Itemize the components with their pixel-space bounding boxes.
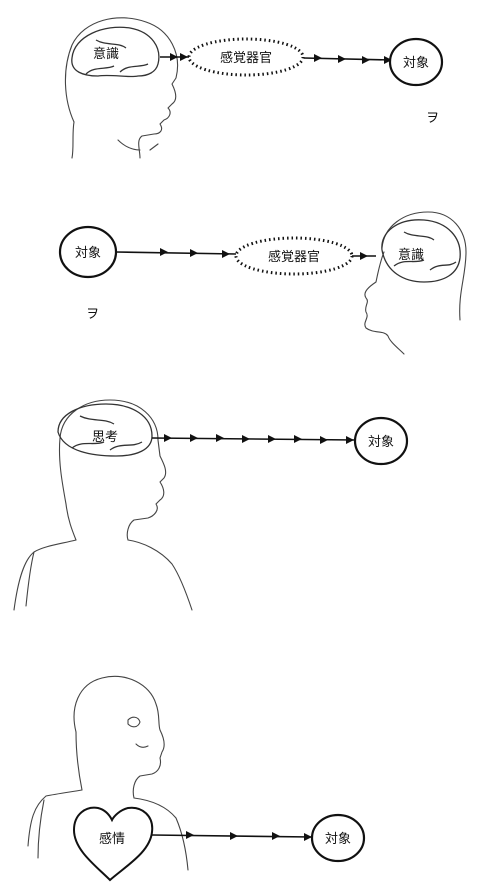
object-label-4: 対象 [325,832,351,847]
brain-3 [57,403,153,457]
arrow-2a2 [190,249,198,257]
connector-2a [115,251,237,255]
arrow-4d [304,833,312,841]
mark-2: ヲ [86,307,99,322]
head-label-1: 意識 [93,46,119,62]
arrow-4a [186,831,194,839]
arrow-1a1 [170,53,178,61]
object-label-3: 対象 [368,435,394,450]
arrow-4c [272,832,280,840]
head-sketch-2 [364,211,467,355]
arrow-1b4 [384,56,392,64]
arrow-2a3 [222,250,230,258]
body-sketch-4 [27,676,189,871]
head-sketch-1 [64,17,178,159]
panel-3: 思考 対象 [13,399,409,611]
organ-oval-1 [187,37,305,77]
arrow-3a [164,434,172,442]
heart-label: 感情 [99,831,125,847]
panel-2: 対象 ヲ 感覚器官 意識 [58,211,467,355]
mark-1: ヲ [426,111,439,126]
panel-1: 意識 感覚器官 対象 ヲ [64,17,444,159]
organ-label-1: 感覚器官 [220,50,272,66]
object-label-1: 対象 [403,56,429,71]
head-label-3: 思考 [92,430,118,445]
brain-1 [71,26,160,78]
object-circle-3 [353,416,409,466]
object-circle-1 [388,37,444,87]
brain-2 [381,219,461,283]
arrow-3h [346,436,354,444]
panel-4: 感情 対象 [27,676,366,882]
arrow-3e [268,435,276,443]
head-label-2: 意識 [398,247,424,263]
object-circle-4 [310,813,366,863]
arrow-1a2 [180,53,188,61]
organ-label-2: 感覚器官 [268,249,320,265]
arrow-2a1 [160,248,168,256]
body-sketch-3 [13,399,193,611]
object-label-2: 対象 [75,246,101,261]
heart-shape [72,806,154,882]
arrow-1b3 [362,56,370,64]
arrow-3g [320,436,328,444]
arrow-3d [242,435,250,443]
arrow-2b1 [360,252,368,260]
arrow-4b [230,832,238,840]
arrow-1b1 [314,54,322,62]
arrow-1b2 [338,55,346,63]
arrow-3b [190,434,198,442]
arrow-3f [294,435,302,443]
arrow-3c [216,434,224,442]
